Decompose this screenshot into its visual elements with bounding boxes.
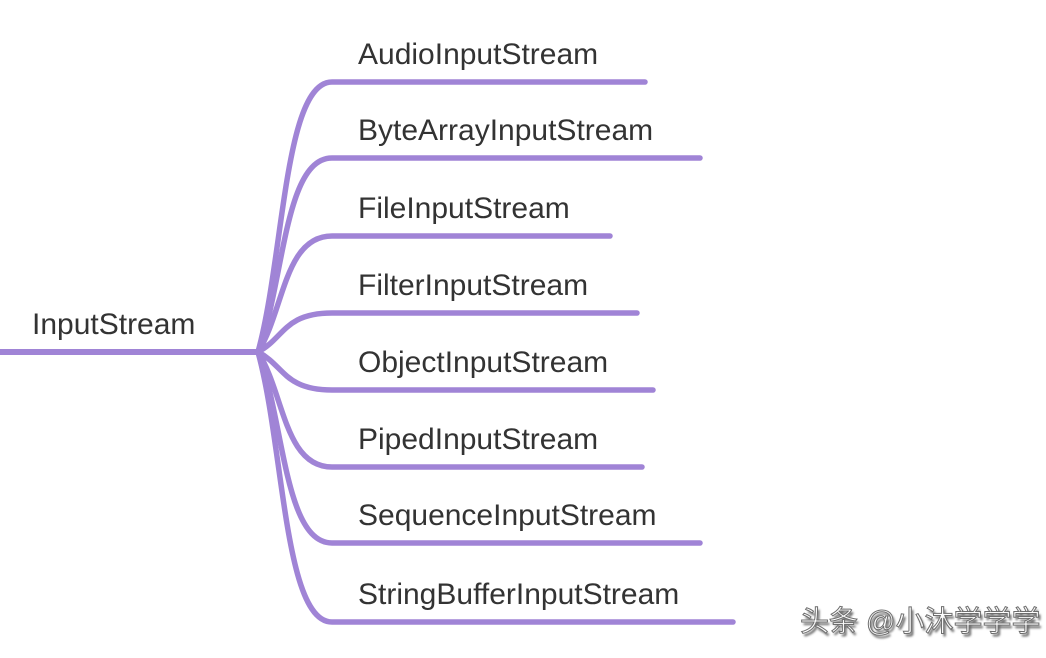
branch-curve-7: [255, 349, 736, 625]
child-node-pipedinputstream[interactable]: PipedInputStream: [358, 423, 599, 456]
branch-curve-0: [255, 79, 648, 355]
child-node-audioinputstream[interactable]: AudioInputStream: [358, 38, 599, 71]
child-node-objectinputstream[interactable]: ObjectInputStream: [358, 346, 609, 379]
watermark-text: 头条 @小沐学学学: [800, 606, 1041, 639]
root-node-inputstream[interactable]: InputStream: [32, 308, 196, 341]
child-node-sequenceinputstream[interactable]: SequenceInputStream: [358, 499, 657, 532]
child-node-bytearrayinputstream[interactable]: ByteArrayInputStream: [358, 114, 654, 147]
child-node-filterinputstream[interactable]: FilterInputStream: [358, 269, 589, 302]
branch-curve-1: [255, 155, 703, 355]
branch-curve-3: [255, 310, 640, 355]
branch-curve-5: [255, 349, 645, 470]
branch-curve-2: [255, 233, 613, 355]
branch-curve-4: [255, 349, 656, 393]
child-node-stringbufferinputstream[interactable]: StringBufferInputStream: [358, 578, 680, 611]
child-node-fileinputstream[interactable]: FileInputStream: [358, 192, 570, 225]
